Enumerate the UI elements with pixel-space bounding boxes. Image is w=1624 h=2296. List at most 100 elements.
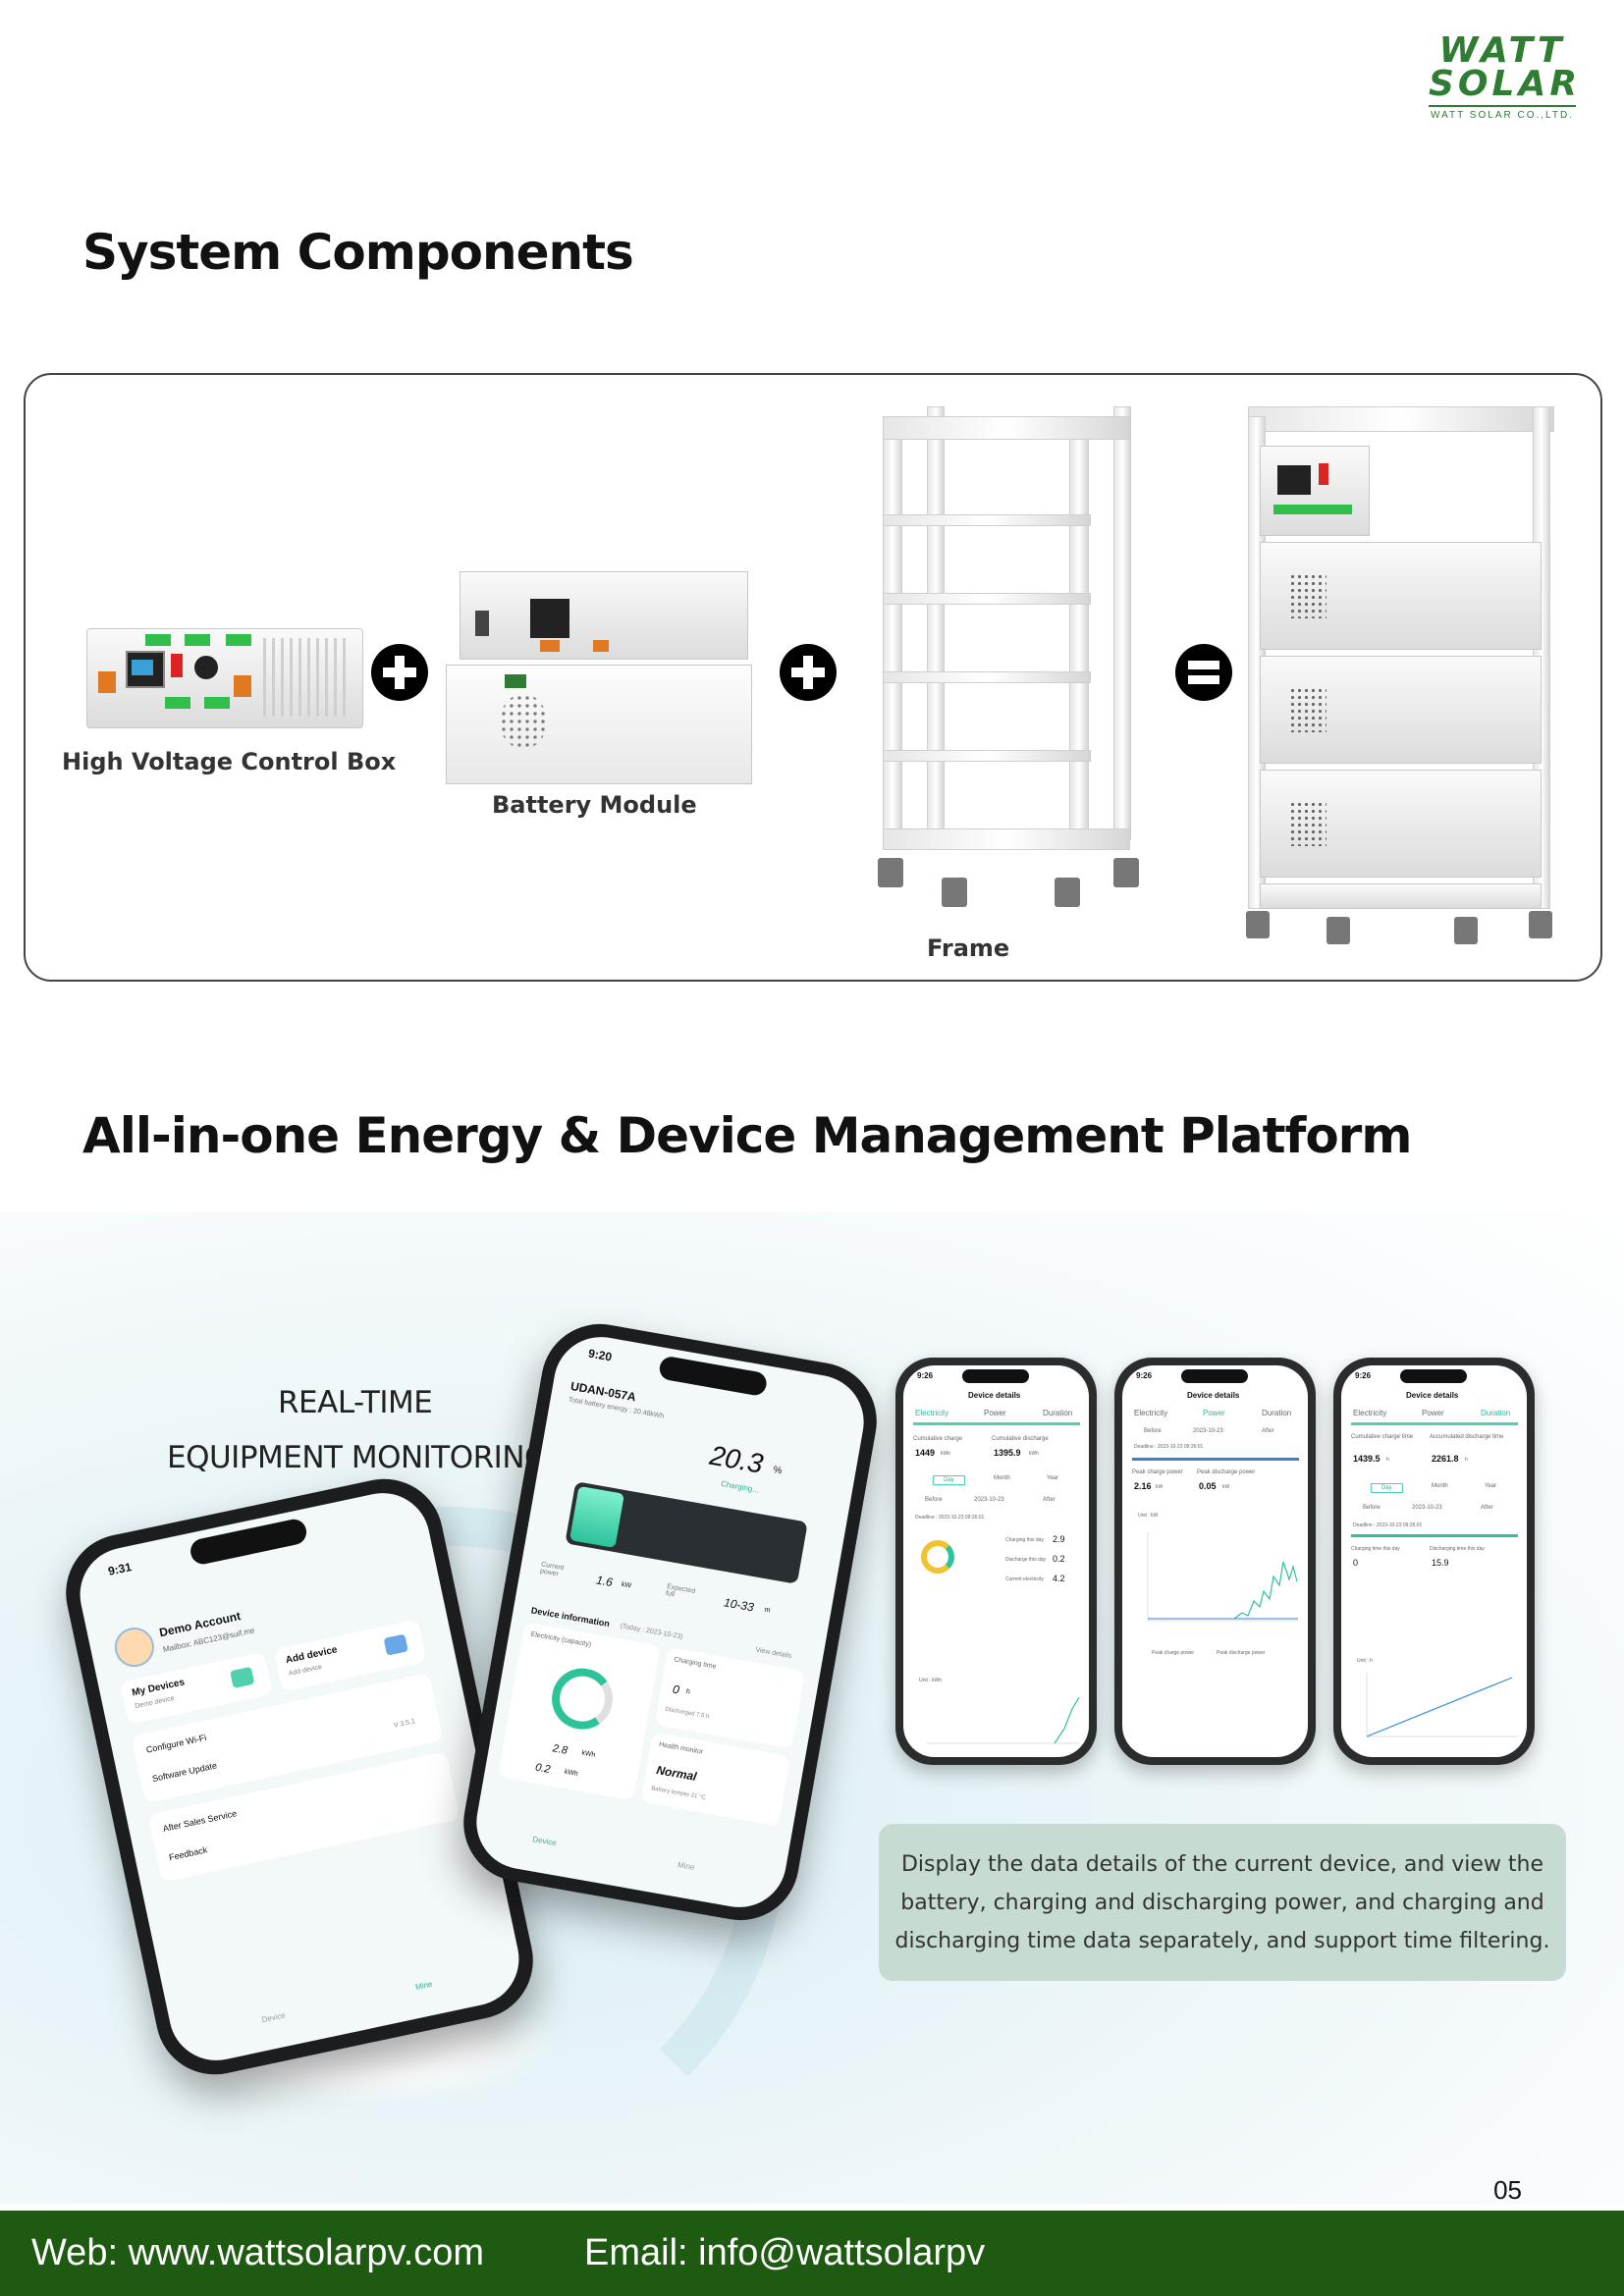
tab-mine[interactable]: Mine: [677, 1860, 696, 1873]
after-button[interactable]: After: [1262, 1428, 1274, 1434]
after-button[interactable]: After: [1481, 1505, 1493, 1511]
before-button[interactable]: Before: [1363, 1505, 1380, 1511]
health-label: Health monitor: [658, 1740, 704, 1756]
battery-gauge-fill: [568, 1485, 625, 1549]
footer-web-link[interactable]: Web: www.wattsolarpv.com: [31, 2232, 485, 2273]
status-time: 9:31: [106, 1560, 134, 1578]
logo-line-1: WATT: [1438, 30, 1566, 71]
control-box-image: [86, 616, 371, 734]
date-picker[interactable]: 2023-10-23: [1193, 1428, 1223, 1434]
feedback-item[interactable]: Feedback: [168, 1844, 208, 1863]
before-button[interactable]: Before: [1144, 1428, 1162, 1434]
page-number: 05: [1493, 2175, 1522, 2205]
tab-mine[interactable]: Mine: [414, 1979, 434, 1993]
screen-title: Device details: [1406, 1391, 1459, 1400]
stat-label: Discharging time this day: [1430, 1546, 1485, 1552]
tab-underline: [913, 1422, 1080, 1425]
expected-full: 10-33: [723, 1595, 755, 1615]
period-day[interactable]: Day: [933, 1475, 965, 1485]
tab-power[interactable]: Power: [984, 1409, 1006, 1417]
charging-time-label: Charging time: [673, 1656, 717, 1671]
tab-power[interactable]: Power: [1422, 1409, 1444, 1417]
peak-discharge-unit: kW: [1222, 1484, 1230, 1490]
frame-image: [868, 397, 1153, 907]
tab-power[interactable]: Power: [1203, 1409, 1225, 1417]
stat-value: 0.2: [1053, 1554, 1065, 1564]
stat-label: Discharge this day: [1005, 1557, 1047, 1563]
discharge-time-label: Accumulated discharge time: [1430, 1434, 1504, 1440]
battery-temp: Battery temper 21 °C: [650, 1786, 706, 1801]
charging-time-unit: h: [685, 1687, 691, 1696]
tab-electricity[interactable]: Electricity: [1353, 1409, 1387, 1417]
cumulative-charge-value: 1449: [915, 1448, 936, 1458]
assembled-system-image: [1238, 397, 1582, 946]
view-details-link[interactable]: View details: [754, 1646, 792, 1660]
control-box-label: High Voltage Control Box: [62, 748, 397, 775]
status-time: 9:26: [917, 1371, 934, 1380]
my-devices-label: My Devices: [131, 1677, 187, 1699]
tab-duration[interactable]: Duration: [1043, 1409, 1073, 1417]
duration-chart: [1366, 1673, 1517, 1737]
soc-unit: %: [772, 1464, 784, 1477]
expected-full-label: Expected full: [665, 1582, 696, 1599]
configure-wifi-item[interactable]: Configure Wi-Fi: [144, 1732, 208, 1755]
add-icon: [383, 1633, 408, 1656]
current-power-unit: kW: [621, 1580, 632, 1590]
chart-unit: Unit : kW: [1138, 1513, 1159, 1519]
discharge-time-value: 2261.8: [1432, 1454, 1459, 1464]
capacity-card: Electricity (capacity) 2.8 kWh 0.2 kWh: [497, 1622, 661, 1801]
logo-company-name: WATT SOLAR CO.,LTD.: [1429, 105, 1576, 121]
battery-module-image: [446, 571, 752, 784]
cumulative-discharge-label: Cumulative discharge: [992, 1436, 1049, 1442]
peak-charge-label: Peak charge power: [1132, 1469, 1183, 1475]
mini-phone-power: 9:26 Device details Electricity Power Du…: [1114, 1358, 1316, 1765]
tab-electricity[interactable]: Electricity: [915, 1409, 949, 1417]
legend-discharge: Peak discharge power: [1217, 1650, 1266, 1656]
equals-icon: [1175, 644, 1232, 701]
stat-value: 4.2: [1053, 1574, 1065, 1583]
screen-title: Device details: [1187, 1391, 1240, 1400]
stat-label: Charging time this day: [1351, 1546, 1400, 1552]
health-card[interactable]: Health monitor Normal Battery temper 21 …: [640, 1732, 791, 1827]
date-picker[interactable]: 2023-10-23: [1412, 1505, 1442, 1511]
expected-full-unit: m: [764, 1606, 771, 1615]
section-title-system-components: System Components: [82, 224, 634, 281]
software-update-item[interactable]: Software Update: [151, 1760, 218, 1785]
period-day[interactable]: Day: [1371, 1483, 1403, 1493]
stat-value: 0: [1353, 1558, 1359, 1568]
date-picker[interactable]: 2023-10-23: [974, 1497, 1004, 1503]
cumulative-discharge-unit: kWh: [1029, 1451, 1039, 1457]
cumulative-charge-unit: kWh: [941, 1451, 950, 1457]
footer-email-link[interactable]: Email: info@wattsolarpv: [584, 2232, 986, 2273]
soc-value: 20.3: [707, 1439, 766, 1479]
before-button[interactable]: Before: [925, 1497, 943, 1503]
period-year[interactable]: Year: [1047, 1475, 1059, 1481]
period-year[interactable]: Year: [1485, 1483, 1497, 1489]
charging-time-card[interactable]: Charging time 0 h Discharged 7.5 h: [654, 1647, 806, 1749]
stat-value: 2.9: [1053, 1534, 1065, 1544]
deadline: Deadline : 2023-10-23 09:26:01: [1134, 1444, 1204, 1450]
current-power-label: Current power: [539, 1561, 565, 1578]
device-info-date: (Today : 2023-10-23): [619, 1623, 684, 1641]
deadline: Deadline : 2023-10-23 09:26:01: [915, 1515, 985, 1521]
battery-gauge: [565, 1481, 808, 1584]
deadline: Deadline : 2023-10-23 09:26:01: [1353, 1522, 1423, 1528]
tab-electricity[interactable]: Electricity: [1134, 1409, 1168, 1417]
tab-device[interactable]: Device: [531, 1835, 558, 1848]
monitoring-line-2: EQUIPMENT MONITORING: [167, 1440, 548, 1475]
after-button[interactable]: After: [1043, 1497, 1056, 1503]
tab-duration[interactable]: Duration: [1481, 1409, 1511, 1417]
stat-value: 15.9: [1432, 1558, 1449, 1568]
electricity-donut: [921, 1540, 954, 1574]
period-month[interactable]: Month: [994, 1475, 1010, 1481]
legend-charge: Peak charge power: [1152, 1650, 1195, 1656]
period-month[interactable]: Month: [1432, 1483, 1448, 1489]
health-status: Normal: [655, 1762, 698, 1784]
footer-bar: Web: www.wattsolarpv.com Email: info@wat…: [0, 2211, 1624, 2296]
after-sales-item[interactable]: After Sales Service: [161, 1808, 238, 1834]
frame-label: Frame: [927, 934, 1010, 962]
charge-time-unit: h: [1386, 1457, 1389, 1463]
tab-device[interactable]: Device: [260, 2010, 287, 2025]
tab-duration[interactable]: Duration: [1262, 1409, 1292, 1417]
peak-charge-value: 2.16: [1134, 1481, 1152, 1491]
